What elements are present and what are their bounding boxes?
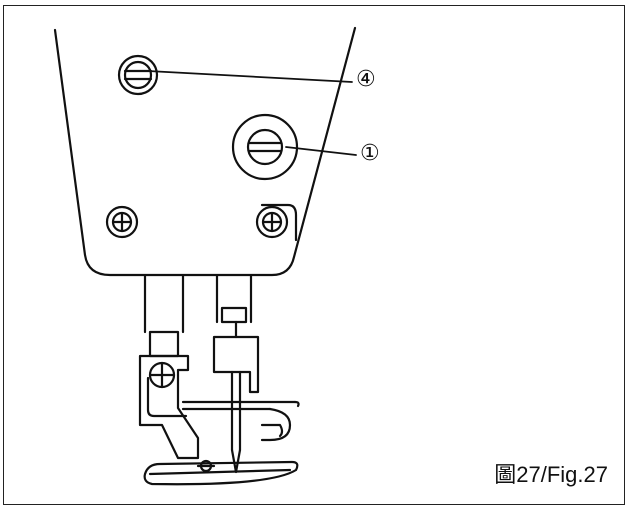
needle-clamp <box>212 320 260 394</box>
lower-right-screw-icon <box>255 203 298 242</box>
presser-foot <box>138 354 299 486</box>
presser-bar <box>143 274 185 358</box>
callout-4-label: ④ <box>356 67 376 92</box>
needle-bar <box>215 274 253 324</box>
lower-left-screw-icon <box>105 205 139 239</box>
leader-line-1 <box>285 146 357 156</box>
callout-1-label: ① <box>360 141 380 166</box>
leader-line-4 <box>147 70 353 83</box>
screw-1-icon <box>231 113 299 181</box>
figure-frame <box>3 5 625 505</box>
face-plate <box>53 26 357 277</box>
screw-4-icon <box>117 54 159 96</box>
needle <box>230 370 242 474</box>
thread-guide <box>181 400 300 442</box>
figure-caption: 圖27/Fig.27 <box>494 462 608 487</box>
